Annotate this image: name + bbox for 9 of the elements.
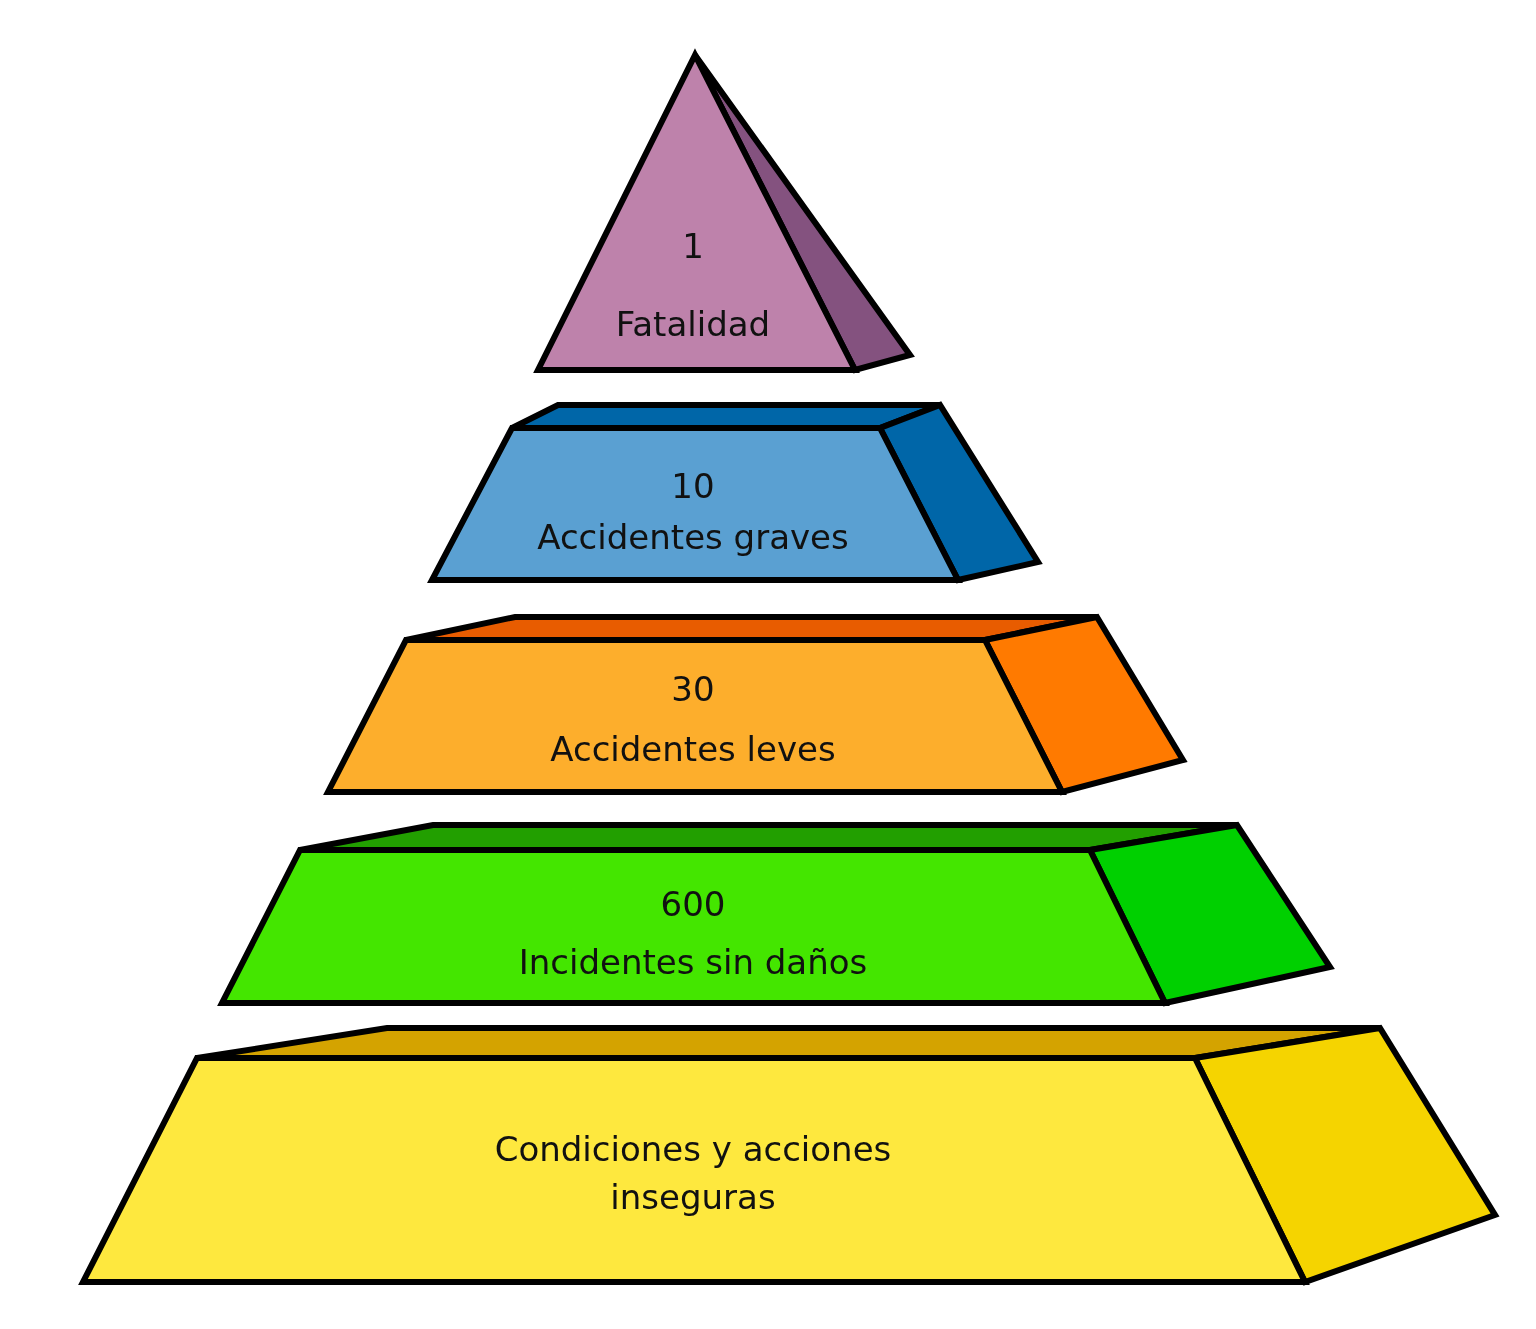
tier-label: Fatalidad — [614, 303, 772, 346]
count-number: 600 — [659, 883, 727, 926]
tier-label: Accidentes graves — [536, 516, 850, 559]
count-number: 10 — [670, 465, 716, 508]
count-number: 1 — [681, 225, 705, 268]
tier-label: Condiciones y acciones inseguras — [493, 1128, 893, 1219]
count-number: 30 — [670, 668, 716, 711]
tier-label: Incidentes sin daños — [517, 941, 869, 984]
tier-label: Accidentes leves — [549, 728, 837, 771]
